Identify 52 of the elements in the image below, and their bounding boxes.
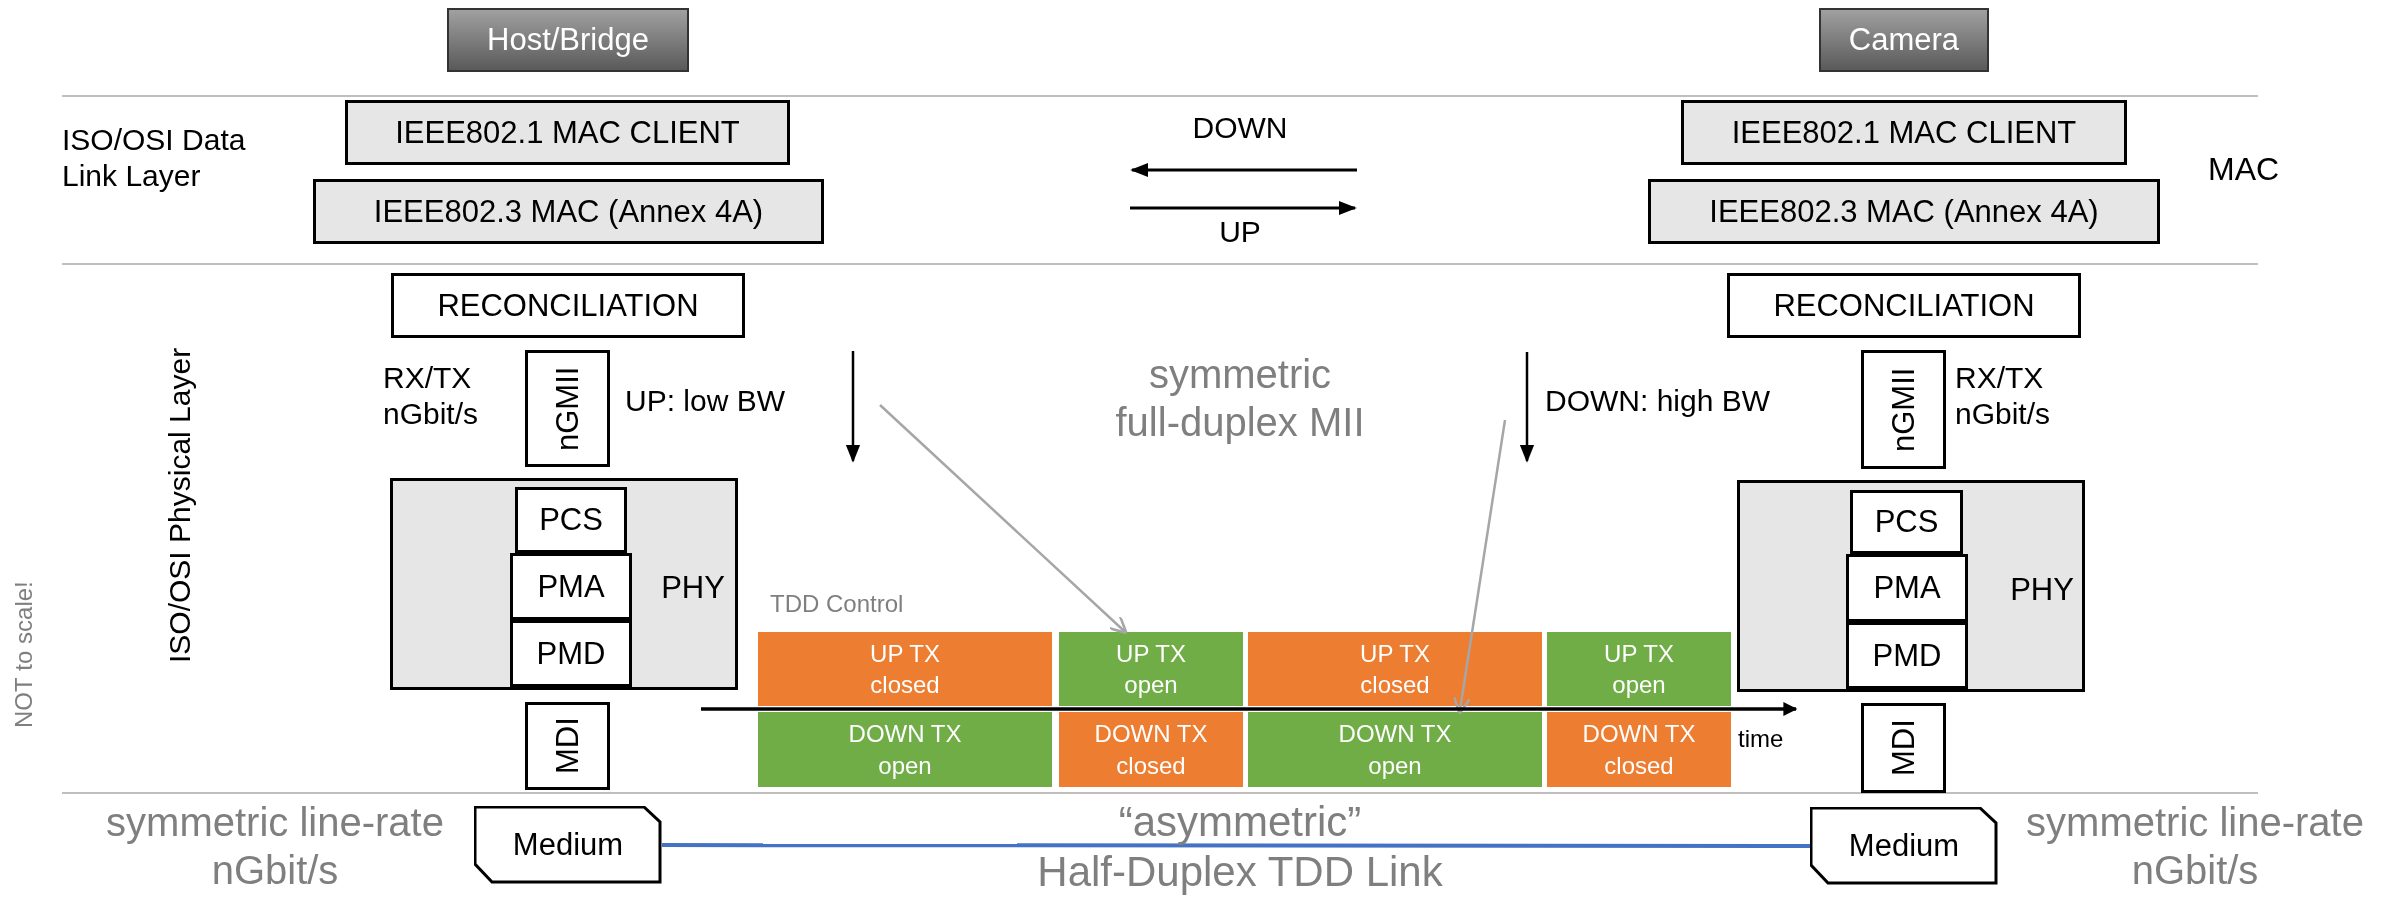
text-label: DOWN [1191, 110, 1289, 146]
pointer-arrow [879, 404, 1128, 635]
phy-label: PHY [660, 569, 726, 607]
interface-box: nGMII [525, 350, 610, 467]
layer-box: PMD [1846, 622, 1968, 689]
layer-box: PCS [1850, 490, 1963, 554]
phy-block [390, 478, 738, 690]
text-label: RX/TX nGbit/s [383, 360, 480, 432]
text-label: UP: low BW [625, 383, 787, 419]
tdd-slot-block: DOWN TX closed [1547, 712, 1731, 787]
layer-box: RECONCILIATION [1727, 273, 2081, 338]
text-label: DOWN: high BW [1545, 383, 1772, 419]
text-label: MAC [2208, 150, 2281, 189]
text-label: RX/TX nGbit/s [1955, 360, 2052, 432]
mac-layer-box: IEEE802.3 MAC (Annex 4A) [1648, 179, 2160, 244]
medium-box: Medium [1810, 807, 1998, 885]
layer-box: PMA [510, 553, 632, 620]
vertical-label: NOT to scale! [9, 580, 38, 731]
tdd-slot-block: UP TX open [1059, 632, 1243, 706]
text-label: “asymmetric” [1117, 797, 1363, 847]
phy-block [1737, 480, 2085, 692]
text-label: symmetric line-rate nGbit/s [2025, 799, 2365, 894]
text-label: UP [1218, 214, 1262, 250]
text-label: time [1738, 725, 1785, 754]
phy-label: PHY [2009, 571, 2075, 609]
layer-box: PMD [510, 620, 632, 687]
link-line [662, 843, 1810, 848]
tdd-slot-block: UP TX open [1547, 632, 1731, 706]
device-header-box: Camera [1819, 8, 1989, 72]
interface-box: nGMII [1861, 350, 1946, 469]
vertical-label: ISO/OSI Physical Layer [162, 346, 197, 665]
tdd-slot-block: DOWN TX open [758, 712, 1052, 787]
mac-layer-box: IEEE802.3 MAC (Annex 4A) [313, 179, 824, 244]
text-label: ISO/OSI Data Link Layer [62, 122, 247, 194]
medium-box: Medium [474, 806, 662, 884]
mac-layer-box: IEEE802.1 MAC CLIENT [1681, 100, 2127, 165]
mac-layer-box: IEEE802.1 MAC CLIENT [345, 100, 790, 165]
layer-box: RECONCILIATION [391, 273, 745, 338]
device-header-box: Host/Bridge [447, 8, 689, 72]
layer-box: PMA [1846, 554, 1968, 622]
tdd-slot-block: UP TX closed [1248, 632, 1542, 706]
text-label: TDD Control [770, 590, 905, 619]
text-label: symmetric full-duplex MII [1114, 351, 1366, 446]
pointer-arrow [1452, 419, 1507, 715]
tdd-slot-block: DOWN TX closed [1059, 712, 1243, 787]
interface-box: MDI [1861, 703, 1946, 793]
interface-box: MDI [525, 702, 610, 790]
text-label: symmetric line-rate nGbit/s [105, 799, 445, 894]
tdd-slot-block: UP TX closed [758, 632, 1052, 706]
text-label: Half-Duplex TDD Link [1036, 847, 1444, 897]
layer-box: PCS [515, 487, 627, 553]
tdd-slot-block: DOWN TX open [1248, 712, 1542, 787]
